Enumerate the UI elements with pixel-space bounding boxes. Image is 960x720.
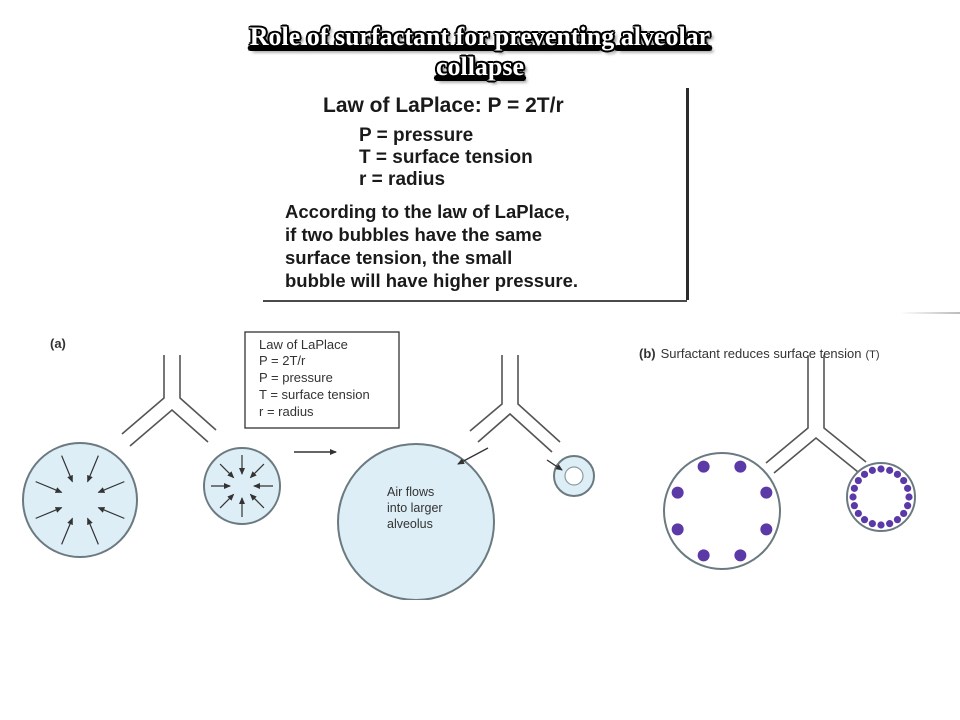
large-alveolus-surfactant: [663, 452, 781, 570]
surfactant-dot: [860, 470, 869, 478]
inset-line: r = radius: [259, 404, 314, 419]
surfactant-dot: [868, 520, 876, 528]
surfactant-dot: [850, 502, 858, 510]
larger-alveolus: [337, 443, 495, 600]
air-flow-line: Air flows: [387, 485, 434, 499]
surfactant-dot: [904, 484, 912, 492]
surfactant-dot: [893, 470, 902, 478]
surfactant-dot: [697, 549, 710, 562]
decorative-line: [900, 312, 960, 314]
surfactant-dot: [854, 476, 862, 485]
explanation-line: if two bubbles have the same: [285, 224, 543, 245]
surfactant-dot: [886, 466, 894, 474]
laplace-law-heading: Law of LaPlace: P = 2T/r: [323, 94, 564, 117]
air-flow-line: alveolus: [387, 517, 433, 531]
definition-pressure: P = pressure: [359, 125, 474, 146]
panel-b-caption-text: Surfactant reduces surface tension: [661, 346, 862, 361]
surfactant-dot: [850, 484, 858, 492]
airway-tree-right: [765, 355, 867, 474]
inset-line: P = 2T/r: [259, 353, 306, 368]
pressure-arrow: [35, 481, 63, 493]
pressure-arrow: [249, 463, 265, 479]
panel-b-label: (b): [639, 346, 656, 361]
explanation-line: bubble will have higher pressure.: [285, 270, 578, 291]
surfactant-dot: [849, 493, 857, 501]
slide-title: Role of surfactant for preventing alveol…: [180, 22, 780, 82]
surfactant-dot: [860, 516, 869, 524]
pressure-arrow: [219, 493, 235, 509]
pressure-arrow: [97, 507, 125, 519]
pressure-arrow: [249, 493, 265, 509]
surfactant-dot: [905, 493, 913, 501]
pressure-arrow: [97, 481, 125, 493]
surfactant-dot: [854, 509, 862, 518]
panel-b-symbol: (T): [866, 349, 880, 361]
definition-surface-tension: T = surface tension: [359, 147, 533, 168]
surfactant-dot: [877, 521, 885, 529]
panel-b-caption: (b) Surfactant reduces surface tension (T): [639, 346, 880, 361]
pressure-arrow: [61, 517, 73, 545]
surfactant-dot: [868, 466, 876, 474]
airway-tree-middle: [469, 355, 561, 453]
surfactant-dots-large: [671, 460, 773, 562]
surfactant-dots-small: [849, 465, 913, 529]
pressure-arrows-large: [35, 455, 125, 545]
inset-law-box: [244, 331, 400, 429]
title-line-2: collapse: [435, 52, 525, 81]
surfactant-dot: [760, 486, 773, 499]
inset-line: P = pressure: [259, 370, 333, 385]
surfactant-dot: [734, 460, 747, 473]
deflation-arrow: [546, 459, 563, 471]
inset-line: T = surface tension: [259, 387, 370, 402]
laplace-law-box: Law of LaPlace: P = 2T/r P = pressure T …: [263, 88, 689, 302]
large-alveolus: [22, 442, 138, 558]
air-flow-line: into larger: [387, 501, 443, 515]
alveoli-diagram: (a) Law of LaPlace P = 2T/r P = pressure…: [22, 331, 916, 600]
surfactant-dot: [893, 516, 902, 524]
air-flow-arrow: [457, 447, 489, 465]
definition-radius: r = radius: [359, 169, 446, 190]
explanation-line: surface tension, the small: [285, 247, 513, 268]
surfactant-dot: [671, 486, 684, 499]
surfactant-dot: [671, 523, 684, 536]
small-alveolus-surfactant: [846, 462, 916, 532]
pressure-arrow: [87, 517, 99, 545]
title-line-1: Role of surfactant for preventing alveol…: [249, 22, 711, 51]
panel-a-label: (a): [50, 336, 66, 351]
laplace-explanation: According to the law of LaPlace, if two …: [285, 200, 578, 292]
surfactant-dot: [900, 509, 908, 518]
pressure-arrow: [87, 455, 99, 483]
surfactant-dot: [734, 549, 747, 562]
airway-tree-left: [121, 355, 217, 447]
explanation-line: According to the law of LaPlace,: [285, 201, 570, 222]
surfactant-dot: [760, 523, 773, 536]
inset-line: Law of LaPlace: [259, 337, 348, 352]
surfactant-dot: [697, 460, 710, 473]
surfactant-dot: [877, 465, 885, 473]
collapsing-alveolus-lumen: [564, 466, 584, 486]
pressure-arrow: [219, 463, 235, 479]
surfactant-dot: [904, 502, 912, 510]
pressure-arrows-small: [211, 455, 273, 517]
pressure-arrow: [35, 507, 63, 519]
surfactant-dot: [886, 520, 894, 528]
pressure-arrow: [61, 455, 73, 483]
surfactant-dot: [900, 476, 908, 485]
